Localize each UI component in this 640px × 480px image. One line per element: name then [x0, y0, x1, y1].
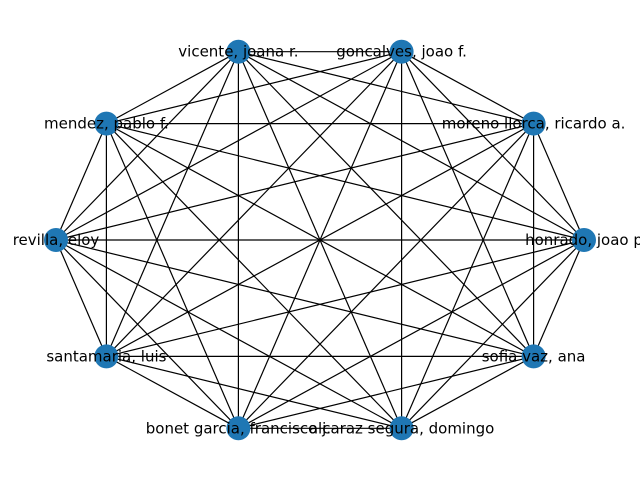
- node-honrado[interactable]: [572, 228, 596, 252]
- edge-mendez-sofia: [106, 123, 534, 357]
- node-label-honrado: honrado, joao p: [525, 231, 640, 249]
- edge-honrado-sofia: [533, 239, 585, 357]
- edge-vicente-santamaria: [105, 51, 239, 357]
- node-label-revilla: revilla, eloy: [13, 231, 100, 249]
- node-label-goncalves: goncalves, joao f.: [336, 43, 467, 61]
- edge-revilla-sofia: [55, 239, 534, 357]
- node-goncalves[interactable]: [389, 39, 414, 64]
- node-label-bonet: bonet garcia, francisco j.: [146, 419, 331, 437]
- edge-revilla-bonet: [55, 239, 239, 429]
- node-label-moreno: moreno llorca, ricardo a.: [442, 115, 626, 133]
- edge-revilla-alcaraz: [55, 239, 402, 429]
- edge-santamaria-alcaraz: [106, 355, 402, 429]
- edge-goncalves-sofia: [401, 51, 535, 357]
- node-santamaria[interactable]: [94, 344, 119, 369]
- node-label-vicente: vicente, joana r.: [178, 43, 298, 61]
- node-label-alcaraz: alcaraz segura, domingo: [309, 419, 494, 437]
- edge-honrado-vicente: [238, 51, 585, 241]
- node-mendez[interactable]: [94, 111, 119, 136]
- edges-layer: [55, 51, 585, 429]
- edge-mendez-bonet: [105, 123, 239, 429]
- node-bonet[interactable]: [226, 416, 251, 441]
- node-label-sofia: sofia vaz, ana: [482, 347, 586, 365]
- edge-honrado-moreno: [533, 123, 585, 241]
- edge-mendez-revilla: [55, 123, 107, 241]
- labels-layer: honrado, joao p moreno llorca, ricardo a.…: [13, 43, 640, 438]
- node-label-mendez: mendez, pablo f.: [44, 115, 169, 133]
- node-sofia[interactable]: [521, 344, 546, 369]
- edge-goncalves-revilla: [55, 51, 402, 241]
- node-alcaraz[interactable]: [389, 416, 414, 441]
- node-moreno[interactable]: [521, 111, 546, 136]
- edge-moreno-alcaraz: [401, 123, 535, 429]
- edge-vicente-mendez: [106, 51, 239, 125]
- edge-santamaria-bonet: [106, 355, 239, 429]
- node-revilla[interactable]: [44, 228, 68, 252]
- node-vicente[interactable]: [226, 39, 251, 64]
- node-label-santamaria: santamaria, luis: [46, 347, 166, 365]
- edge-mendez-alcaraz: [105, 123, 403, 429]
- edge-vicente-sofia: [237, 51, 535, 357]
- edge-honrado-bonet: [238, 239, 585, 429]
- nodes-layer: [44, 39, 596, 441]
- edge-moreno-goncalves: [401, 51, 534, 125]
- edge-bonet-sofia: [238, 355, 534, 429]
- edge-alcaraz-sofia: [401, 355, 534, 429]
- edge-revilla-santamaria: [55, 239, 107, 357]
